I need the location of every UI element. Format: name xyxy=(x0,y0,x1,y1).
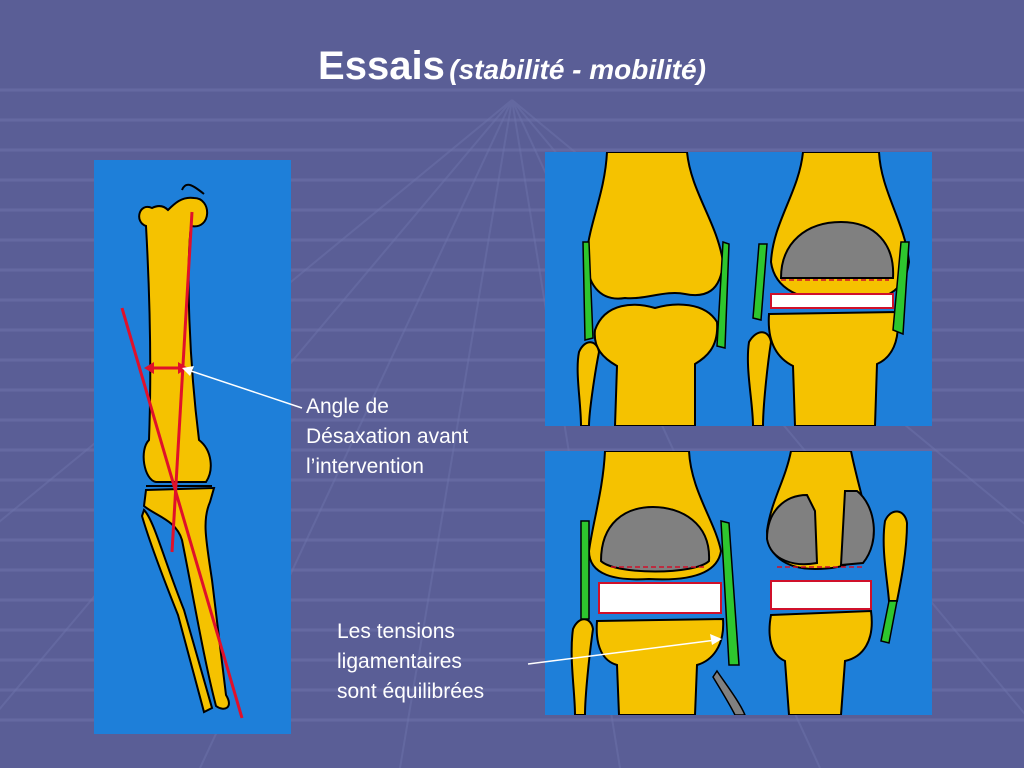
patella-side xyxy=(882,510,909,602)
ligament-front-medial xyxy=(580,520,590,620)
knee-after-panel xyxy=(545,451,932,715)
tension-annotation-line-2: ligamentaires xyxy=(337,650,462,673)
tension-pointer-arrowhead xyxy=(710,634,722,645)
slide-title: Essais (stabilité - mobilité) xyxy=(0,44,1024,89)
angle-annotation-line-1: Angle de xyxy=(306,395,389,418)
tibia-left xyxy=(593,303,719,426)
femoral-implant-front xyxy=(599,505,711,573)
femoral-implant-side xyxy=(765,493,819,566)
ligament-right-medial xyxy=(752,243,768,321)
title-subtitle: (stabilité - mobilité) xyxy=(449,54,706,85)
tension-annotation-line-3: sont équilibrées xyxy=(337,680,485,703)
fibula-right xyxy=(746,331,773,426)
leg-axis-panel xyxy=(94,160,291,734)
fibula-left xyxy=(576,341,601,426)
ligament-front-lateral xyxy=(720,520,740,666)
leg-illustration xyxy=(120,183,244,719)
tibial-spacer-front xyxy=(598,582,722,614)
patellar-tendon xyxy=(880,600,898,644)
ligament-left-lateral xyxy=(716,240,730,349)
mechanical-axis-line xyxy=(120,307,244,719)
ligament-left-medial xyxy=(582,241,594,341)
angle-annotation-line-2: Désaxation avant xyxy=(306,425,469,448)
fibula-front xyxy=(570,618,595,715)
femoral-implant-side-back xyxy=(839,490,875,567)
femoral-axis-line xyxy=(170,211,194,553)
fibula-bone xyxy=(140,508,214,714)
tibia-bone xyxy=(142,486,230,710)
femur-bone xyxy=(138,196,212,483)
knee-before-panel xyxy=(545,152,932,426)
tension-annotation: Les tensions ligamentaires sont équilibr… xyxy=(337,617,484,707)
knee-after-illustration xyxy=(570,451,909,715)
tension-annotation-line-1: Les tensions xyxy=(337,620,455,643)
title-main: Essais xyxy=(318,44,445,88)
tension-pointer-line xyxy=(527,639,717,665)
angle-pointer-line xyxy=(187,369,303,409)
tibial-spacer-side xyxy=(770,580,872,610)
femur-left xyxy=(585,152,725,300)
angle-arrow-head-left xyxy=(144,362,154,374)
femoral-implant-right xyxy=(779,220,895,279)
ligament-right-lateral xyxy=(892,241,910,336)
scalpel xyxy=(712,669,746,715)
angle-annotation: Angle de Désaxation avant l’intervention xyxy=(306,392,468,482)
tibia-side xyxy=(768,609,873,715)
knee-before-illustration xyxy=(576,152,911,426)
hip-mark xyxy=(181,183,205,195)
angle-annotation-line-3: l’intervention xyxy=(306,455,424,478)
tibial-spacer-right xyxy=(770,293,894,309)
angle-pointer-arrowhead xyxy=(182,366,194,376)
